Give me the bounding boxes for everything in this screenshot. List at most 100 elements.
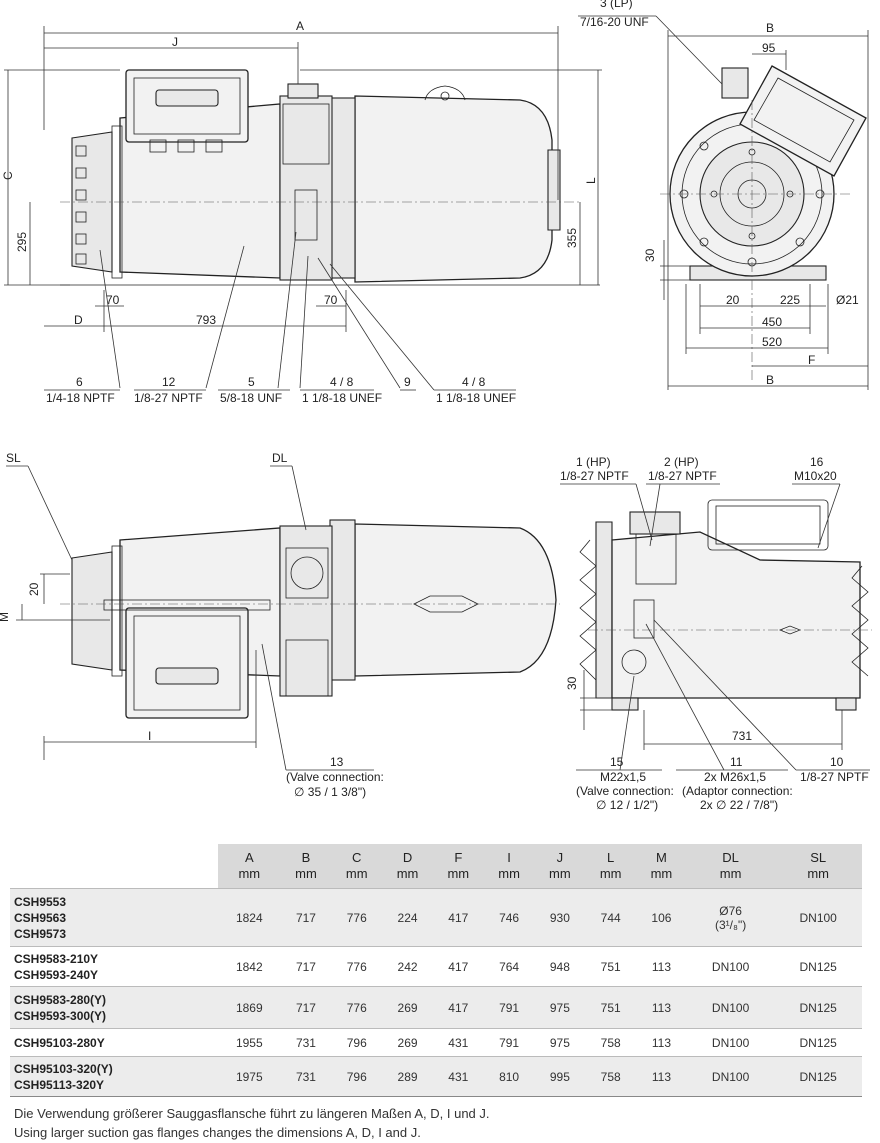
svg-text:1/8-27 NPTF: 1/8-27 NPTF	[648, 469, 717, 483]
svg-text:∅ 35 / 1 3/8"): ∅ 35 / 1 3/8")	[294, 785, 366, 799]
svg-text:4 / 8: 4 / 8	[330, 375, 354, 389]
svg-text:355: 355	[565, 228, 579, 248]
svg-text:B: B	[766, 373, 774, 387]
svg-text:12: 12	[162, 375, 176, 389]
table-cell: 1975	[218, 1056, 281, 1097]
svg-text:1/4-18 NPTF: 1/4-18 NPTF	[46, 391, 115, 405]
table-cell: DN100	[686, 1056, 775, 1097]
table-row: CSH9583-280(Y)CSH9593-300(Y) 1869 717 77…	[10, 986, 862, 1029]
table-cell: 791	[483, 986, 535, 1029]
table-cell: 731	[280, 1056, 332, 1097]
table-cell: 224	[382, 888, 433, 947]
table-cell: DN100	[686, 946, 775, 987]
table-cell: 744	[585, 888, 637, 947]
svg-text:M10x20: M10x20	[794, 469, 837, 483]
svg-text:295: 295	[15, 232, 29, 252]
table-cell: 717	[280, 888, 332, 947]
svg-text:15: 15	[610, 755, 624, 769]
svg-text:M: M	[0, 612, 11, 622]
svg-text:A: A	[296, 19, 304, 33]
table-row: CSH95103-280Y 1955 731 796 269 431 791 9…	[10, 1028, 862, 1057]
table-cell: 776	[331, 946, 383, 987]
svg-text:95: 95	[762, 41, 776, 55]
svg-text:9: 9	[404, 375, 411, 389]
table-cell: 717	[280, 946, 332, 987]
table-cell: 269	[382, 986, 433, 1029]
table-cell: DN100	[686, 1028, 775, 1057]
table-cell: DN125	[774, 1028, 862, 1057]
table-cell: 975	[534, 1028, 586, 1057]
svg-text:1/8-27 NPTF: 1/8-27 NPTF	[134, 391, 203, 405]
table-cell: 751	[585, 986, 637, 1029]
table-cell: 269	[382, 1028, 433, 1057]
technical-drawing: A J C 295 70 70 D 793 355 L 6 1/4-18 NPT…	[0, 0, 872, 812]
svg-text:M22x1,5: M22x1,5	[600, 770, 646, 784]
svg-text:1/8-27 NPTF: 1/8-27 NPTF	[800, 770, 869, 784]
end-view-top-labels: 3 (LP) 7/16-20 UNF B 95 30 20 225 Ø21 45…	[580, 0, 859, 387]
svg-text:(Valve connection:: (Valve connection:	[576, 784, 674, 798]
svg-text:F: F	[808, 353, 815, 367]
table-cell: 758	[585, 1056, 637, 1097]
table-row: CSH95103-320(Y)CSH95113-320Y 1975 731 79…	[10, 1056, 862, 1097]
table-cell: 289	[382, 1056, 433, 1097]
table-cell: 431	[432, 1056, 484, 1097]
table-cell: 1955	[218, 1028, 281, 1057]
svg-text:4 / 8: 4 / 8	[462, 375, 486, 389]
table-cell: 106	[636, 888, 687, 947]
svg-text:J: J	[172, 35, 178, 49]
end-view-bottom-labels: 1 (HP) 1/8-27 NPTF 2 (HP) 1/8-27 NPTF 16…	[560, 455, 869, 812]
svg-text:225: 225	[780, 293, 800, 307]
note-german: Die Verwendung größerer Sauggasflansche …	[14, 1106, 490, 1121]
table-cell: 417	[432, 888, 484, 947]
table-cell: 113	[636, 986, 687, 1029]
table-cell: 417	[432, 986, 484, 1029]
svg-text:520: 520	[762, 335, 782, 349]
svg-text:2x M26x1,5: 2x M26x1,5	[704, 770, 766, 784]
svg-text:(Adaptor connection:: (Adaptor connection:	[682, 784, 793, 798]
side-view-top-labels: A J C 295 70 70 D 793 355 L 6 1/4-18 NPT…	[1, 19, 598, 405]
svg-text:L: L	[584, 177, 598, 184]
table-cell: DN100	[686, 986, 775, 1029]
table-cell: 417	[432, 946, 484, 987]
header-model	[10, 844, 218, 889]
svg-text:I: I	[148, 729, 151, 743]
table-cell: 948	[534, 946, 586, 987]
svg-text:20: 20	[726, 293, 740, 307]
svg-text:16: 16	[810, 455, 824, 469]
svg-text:D: D	[74, 313, 83, 327]
table-cell: 113	[636, 946, 687, 987]
model-cell: CSH95103-320(Y)CSH95113-320Y	[10, 1056, 218, 1097]
svg-text:10: 10	[830, 755, 844, 769]
table-cell: 796	[331, 1028, 383, 1057]
svg-text:1 1/8-18 UNEF: 1 1/8-18 UNEF	[302, 391, 382, 405]
svg-text:793: 793	[196, 313, 216, 327]
svg-text:SL: SL	[6, 451, 21, 465]
table-cell: DN125	[774, 946, 862, 987]
table-cell: 717	[280, 986, 332, 1029]
svg-text:450: 450	[762, 315, 782, 329]
svg-text:Ø21: Ø21	[836, 293, 859, 307]
table-cell: 764	[483, 946, 535, 987]
table-cell: 930	[534, 888, 586, 947]
note-english: Using larger suction gas flanges changes…	[14, 1125, 421, 1140]
model-cell: CSH9583-280(Y)CSH9593-300(Y)	[10, 986, 218, 1029]
model-cell: CSH95103-280Y	[10, 1028, 218, 1057]
table-cell: 1869	[218, 986, 281, 1029]
end-view-top	[578, 15, 869, 390]
svg-text:30: 30	[643, 248, 657, 262]
svg-text:11: 11	[730, 755, 743, 769]
table-cell: 796	[331, 1056, 383, 1097]
table-cell: DN125	[774, 1056, 862, 1097]
